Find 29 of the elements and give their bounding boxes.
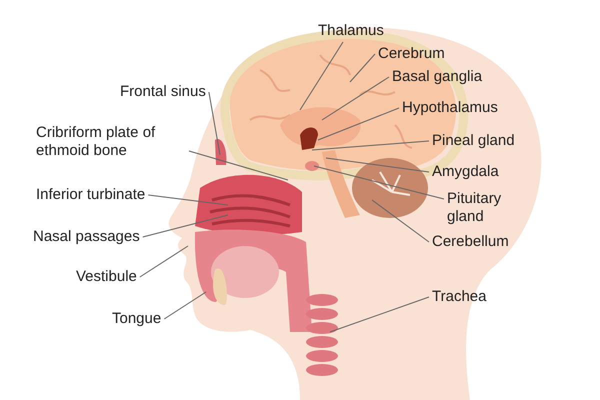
leader-line [300,42,344,110]
leader-line [164,292,206,320]
part-label: Vestibule [76,268,137,286]
leader-line [312,140,430,150]
leader-line [142,214,228,238]
part-label: Pineal gland [432,132,515,150]
part-label: Tongue [112,310,162,328]
leader-line [148,194,228,206]
part-label: Nasal passages [33,228,140,246]
part-label: Pituitary gland [447,190,527,226]
part-label: Basal ganglia [392,68,482,86]
part-label: Cribriform plate of ethmoid bone [36,124,186,160]
leader-line [318,108,400,140]
part-label: Hypothalamus [402,99,498,117]
part-label: Thalamus [318,22,384,40]
leader-line [350,54,376,82]
part-label: Inferior turbinate [36,186,146,204]
leader-line [314,166,444,200]
leader-line [322,76,390,120]
leader-line [330,296,430,332]
leader-line [208,92,220,156]
leader-line [188,150,288,180]
part-label: Frontal sinus [120,83,206,101]
part-label: Amygdala [432,163,499,181]
part-label: Cerebellum [432,233,509,251]
leader-line [372,200,430,242]
leader-line [139,246,188,278]
part-label: Trachea [432,288,486,306]
part-label: Cerebrum [378,45,445,63]
